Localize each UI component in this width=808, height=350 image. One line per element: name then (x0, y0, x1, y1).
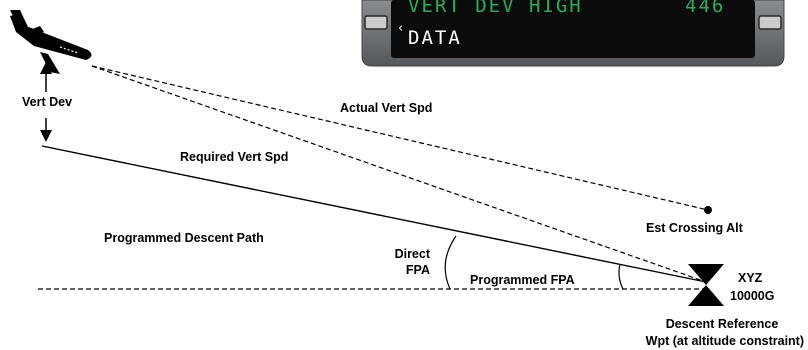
programmed-descent-path-line (41, 145, 707, 283)
programmed-descent-path-label: Programmed Descent Path (104, 231, 264, 245)
vert-dev-down-arrow-icon (40, 130, 52, 142)
cdu-line1-value: 446 (685, 0, 725, 17)
descent-reference-label-line1: Descent Reference (666, 317, 779, 331)
direct-fpa-label-line1: Direct (395, 247, 431, 261)
direct-path-dashed-line (91, 65, 707, 283)
cdu-panel: VERT DEV HIGH 446 ‹ DATA (361, 0, 785, 67)
actual-vert-spd-label: Actual Vert Spd (340, 101, 432, 115)
cdu-caret: ‹ (398, 21, 403, 36)
waypoint-altitude-label: 10000G (730, 289, 774, 303)
programmed-fpa-label: Programmed FPA (470, 273, 575, 287)
diagram-lines (38, 65, 712, 290)
waypoint-bowtie-icon (688, 264, 724, 306)
direct-fpa-arc (444, 235, 457, 290)
aircraft-icon (10, 10, 92, 74)
required-vert-spd-label: Required Vert Spd (180, 150, 288, 164)
cdu-line2-label: DATA (408, 27, 462, 49)
actual-vert-spd-dashed-line (91, 65, 709, 211)
vert-dev-label: Vert Dev (22, 95, 72, 109)
cdu-left-line-select-key[interactable] (364, 15, 388, 30)
cdu-right-line-select-key[interactable] (758, 15, 782, 30)
waypoint-name-label: XYZ (738, 271, 763, 285)
cdu-line1-label: VERT DEV HIGH (408, 0, 583, 17)
est-crossing-alt-label: Est Crossing Alt (646, 221, 744, 235)
est-crossing-dot-icon (704, 206, 712, 214)
direct-fpa-label-line2: FPA (406, 263, 430, 277)
vert-dev-up-arrow-icon (40, 62, 52, 74)
programmed-fpa-arc (618, 263, 624, 290)
cdu-screen (391, 0, 755, 58)
vert-dev-arrows (40, 62, 52, 142)
descent-reference-label-line2: Wpt (at altitude constraint) (646, 334, 804, 348)
